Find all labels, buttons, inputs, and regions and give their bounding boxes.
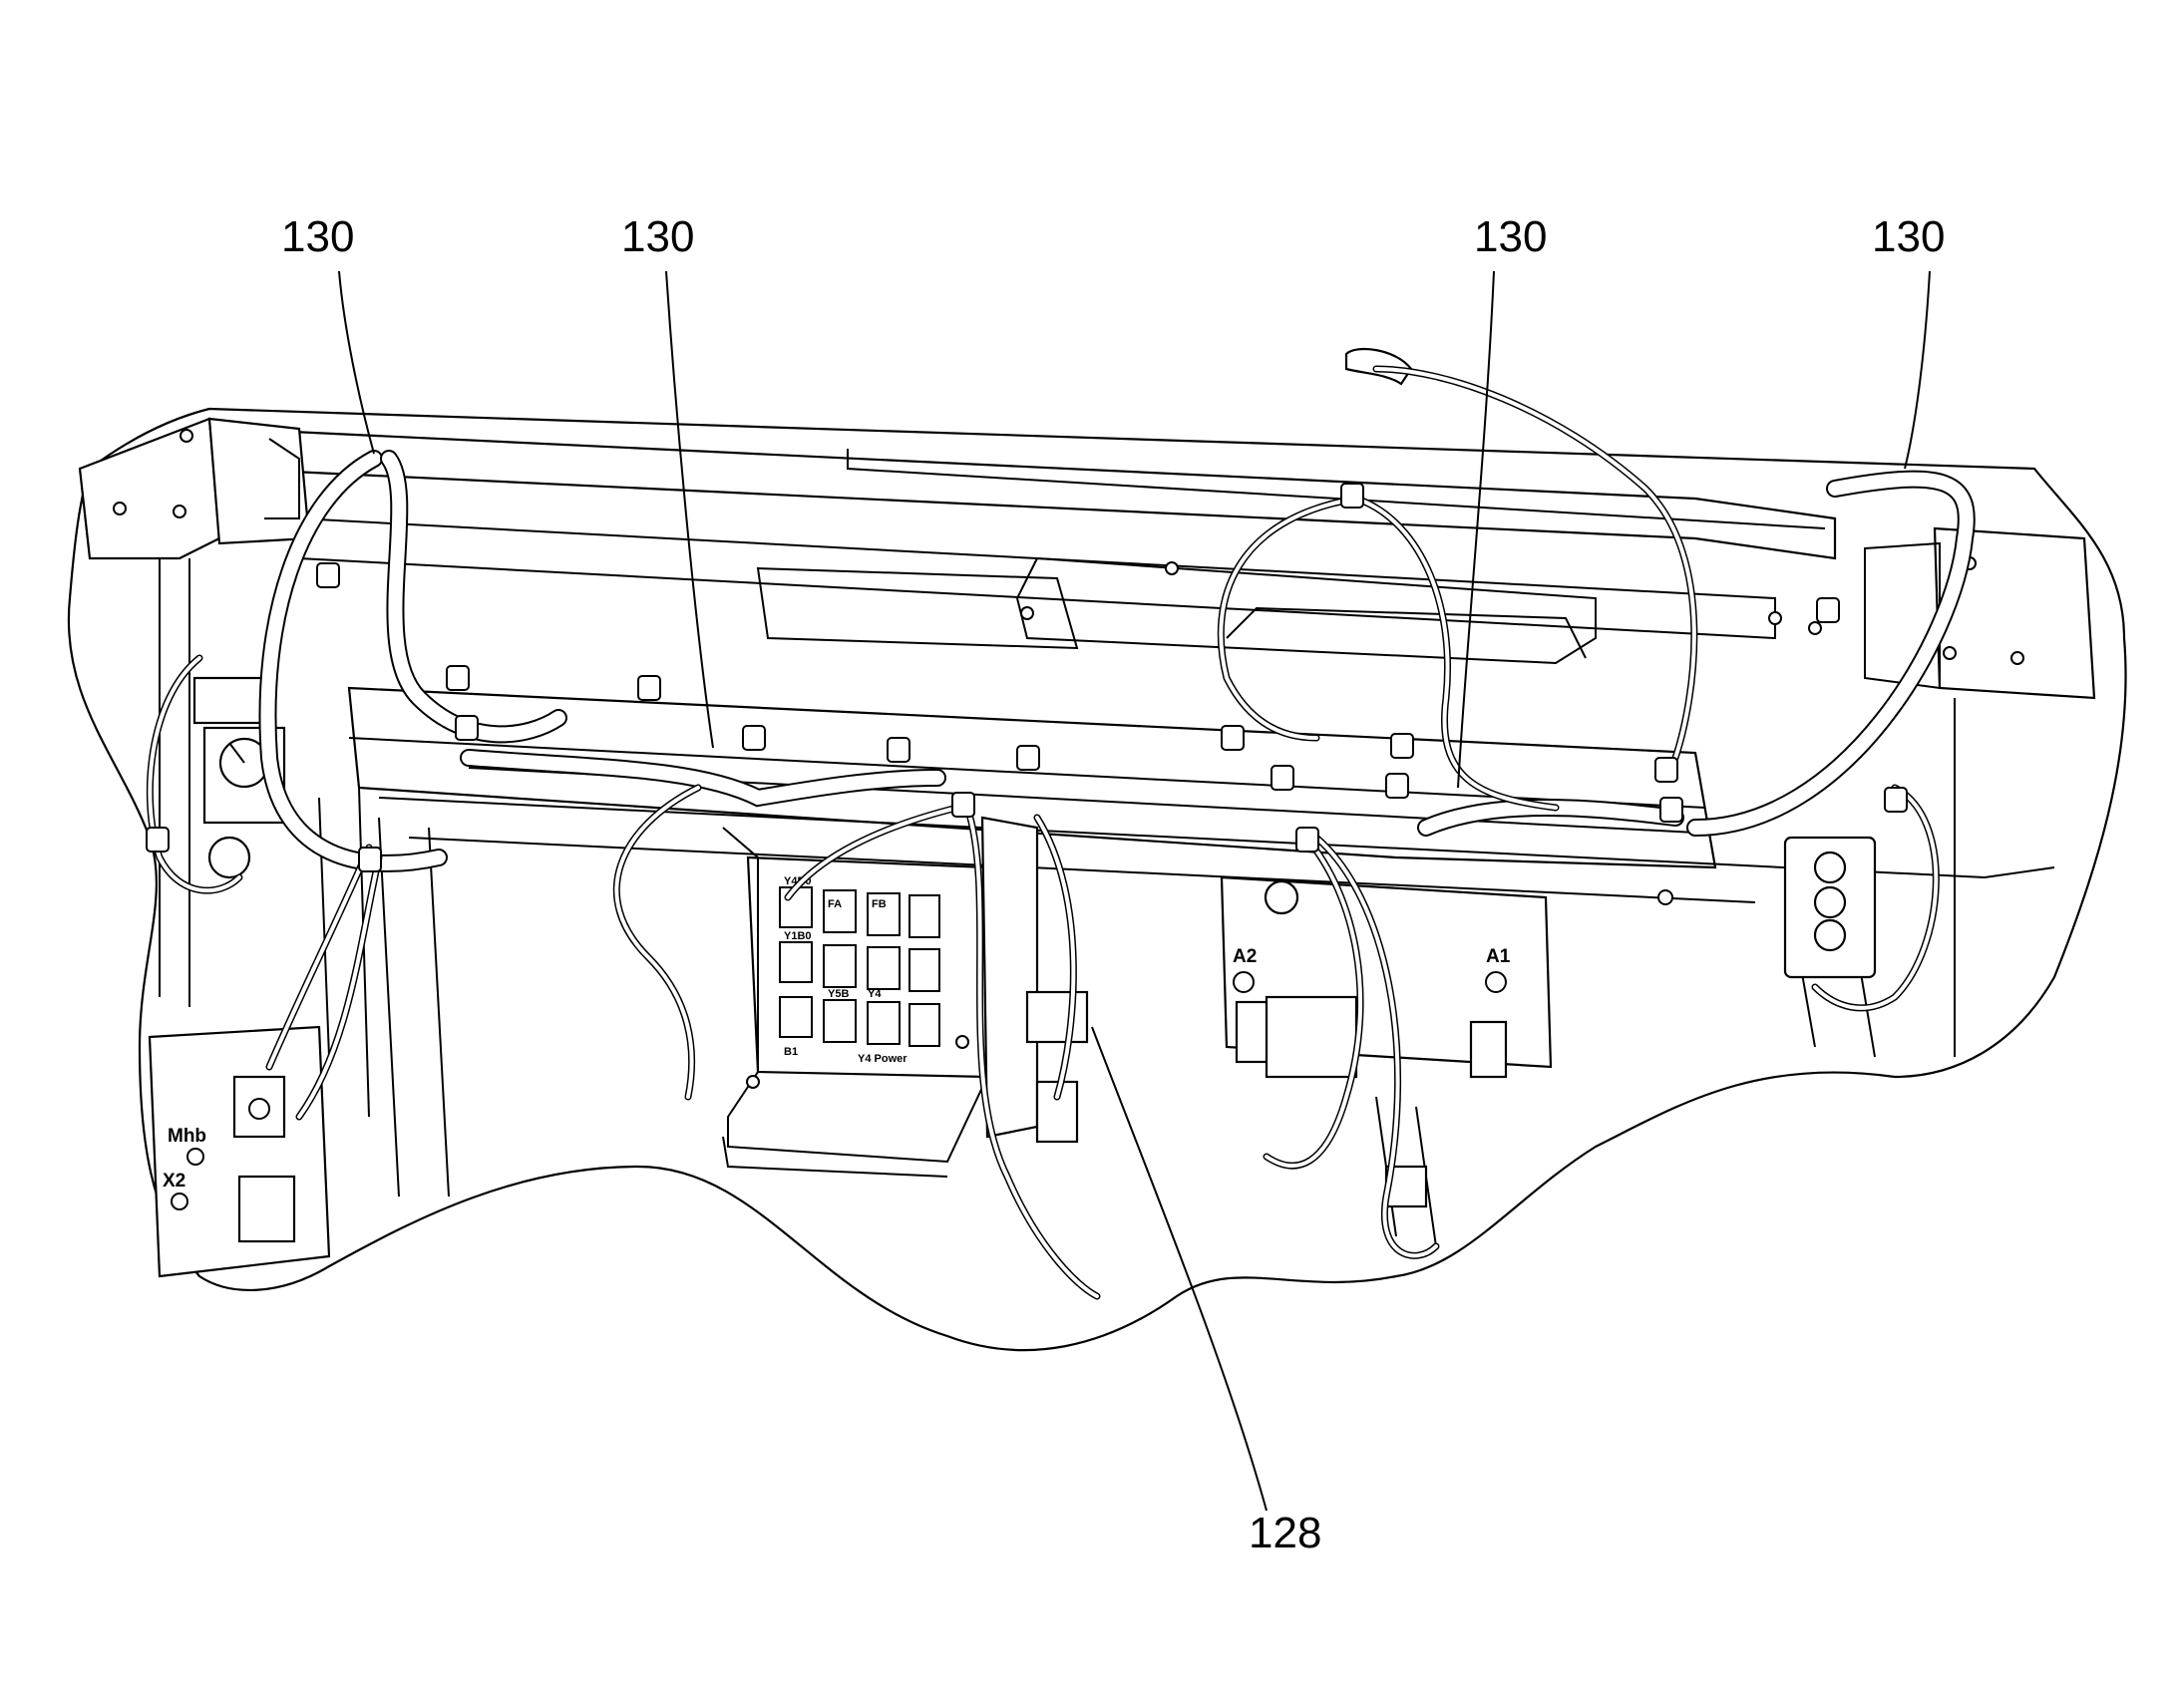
pendant-button bbox=[1813, 885, 1847, 919]
rail-edge bbox=[847, 449, 1826, 529]
panel-housing bbox=[722, 827, 988, 1164]
a1-marking: A1 bbox=[1486, 946, 1511, 967]
hose-130-left bbox=[258, 450, 567, 872]
bolt bbox=[2010, 651, 2024, 665]
terminal-block bbox=[1025, 990, 1089, 1044]
rear-cover-lip bbox=[1226, 606, 1587, 659]
bolt-heads bbox=[746, 561, 1822, 1089]
ref-130-left: 130 bbox=[281, 212, 354, 261]
center-cover bbox=[756, 566, 1079, 650]
assembly-outline bbox=[67, 407, 2127, 1352]
right-block bbox=[1864, 541, 1941, 690]
rear-cover bbox=[1015, 556, 1597, 665]
cross-bar bbox=[347, 686, 1717, 869]
bolt bbox=[1943, 646, 1957, 660]
panel-marking-y4: Y4 bbox=[868, 988, 882, 1000]
leader-lines bbox=[338, 270, 1931, 1512]
left-frame bbox=[159, 558, 370, 1118]
valve-body bbox=[1265, 995, 1358, 1079]
front-rail-edge bbox=[408, 837, 1756, 903]
a2-port bbox=[1233, 971, 1255, 993]
left-end-plate bbox=[78, 417, 221, 560]
wire-harness bbox=[146, 365, 1940, 1300]
connector-box bbox=[192, 676, 271, 725]
panel-marking-fb: FB bbox=[872, 898, 887, 910]
ref-130-center-right: 130 bbox=[1474, 212, 1547, 261]
port-fitting bbox=[207, 836, 251, 879]
a1-port bbox=[1485, 971, 1507, 993]
a1-coil bbox=[1469, 1020, 1508, 1079]
pressure-cap bbox=[1264, 879, 1299, 915]
panel-marking-fa: FA bbox=[828, 898, 842, 910]
mhb-marking: Mhb bbox=[168, 1126, 206, 1147]
x2-marking: X2 bbox=[163, 1171, 185, 1192]
ref-130-right: 130 bbox=[1872, 212, 1945, 261]
panel-base bbox=[722, 1136, 948, 1178]
valve-coil-bottom bbox=[237, 1175, 296, 1243]
valve-nut bbox=[248, 1098, 270, 1120]
bolt bbox=[113, 502, 127, 515]
ref-130-center-left: 130 bbox=[621, 212, 694, 261]
panel-bracket bbox=[980, 816, 1039, 1139]
pendant-button bbox=[1813, 918, 1847, 952]
panel-marking-y4-power: Y4 Power bbox=[858, 1053, 908, 1065]
ref-128: 128 bbox=[1249, 1509, 1321, 1557]
selector-pointer bbox=[228, 742, 245, 764]
left-block-detail bbox=[264, 438, 300, 519]
panel-terminals bbox=[779, 886, 940, 1047]
bolt bbox=[180, 429, 193, 443]
left-block bbox=[207, 417, 311, 545]
front-rail bbox=[378, 797, 2055, 879]
pendant-button bbox=[1813, 851, 1847, 884]
left-frame-inner bbox=[378, 817, 450, 1197]
a2-marking: A2 bbox=[1233, 946, 1257, 967]
x2-port bbox=[171, 1193, 188, 1210]
cable-clips bbox=[146, 483, 1908, 872]
panel-marking-b1: B1 bbox=[784, 1046, 798, 1058]
cross-bar-edge bbox=[348, 737, 1706, 809]
bolt bbox=[173, 505, 186, 518]
panel-marking-y1b0: Y1B0 bbox=[784, 930, 812, 942]
hose-130-center bbox=[460, 749, 946, 808]
panel-marking-y5b: Y5B bbox=[828, 988, 849, 1000]
mhb-port bbox=[186, 1148, 204, 1166]
